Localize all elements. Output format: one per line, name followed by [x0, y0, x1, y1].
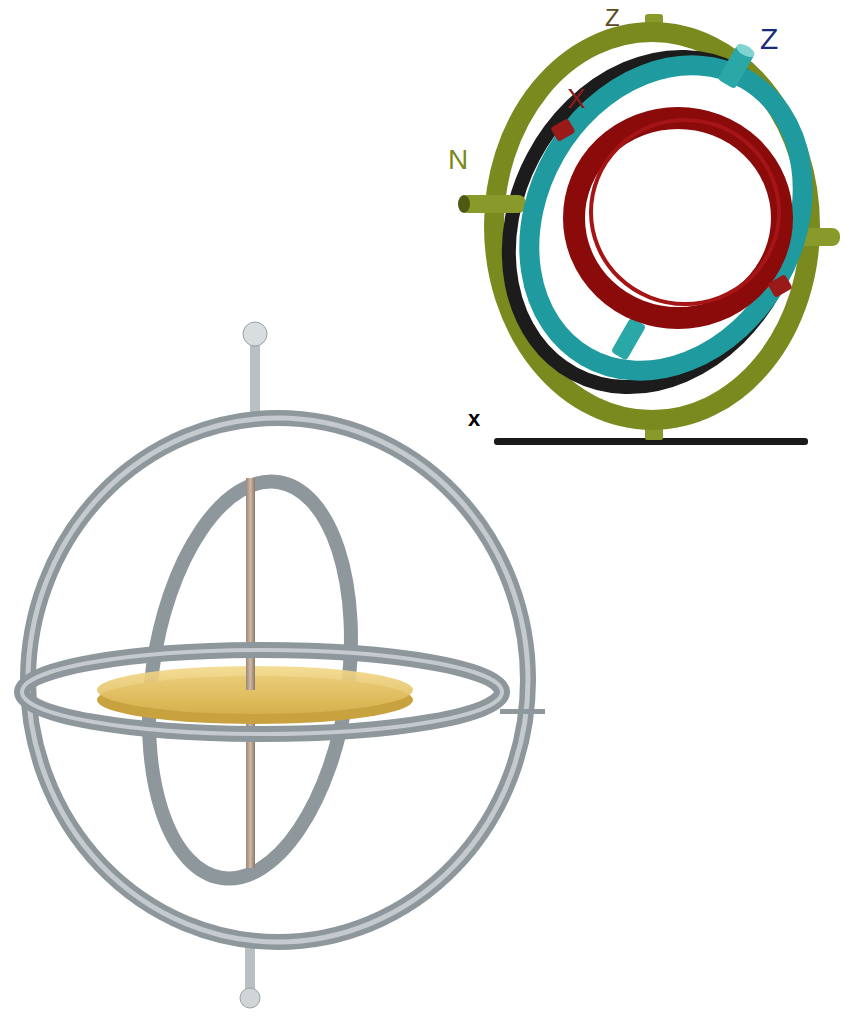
gimbal-diagram [452, 5, 849, 445]
axis-label: N [448, 146, 468, 174]
gyroscope-illustration [22, 322, 545, 1008]
inner-gimbal [574, 118, 782, 318]
axis-label: x [468, 408, 480, 430]
middle-gimbal [475, 15, 849, 420]
horizontal-ring [22, 650, 502, 734]
axis-label: Z [605, 6, 620, 30]
outer-ring [28, 418, 528, 942]
axis-label: Z [760, 24, 778, 54]
axis-label: X [567, 85, 586, 113]
